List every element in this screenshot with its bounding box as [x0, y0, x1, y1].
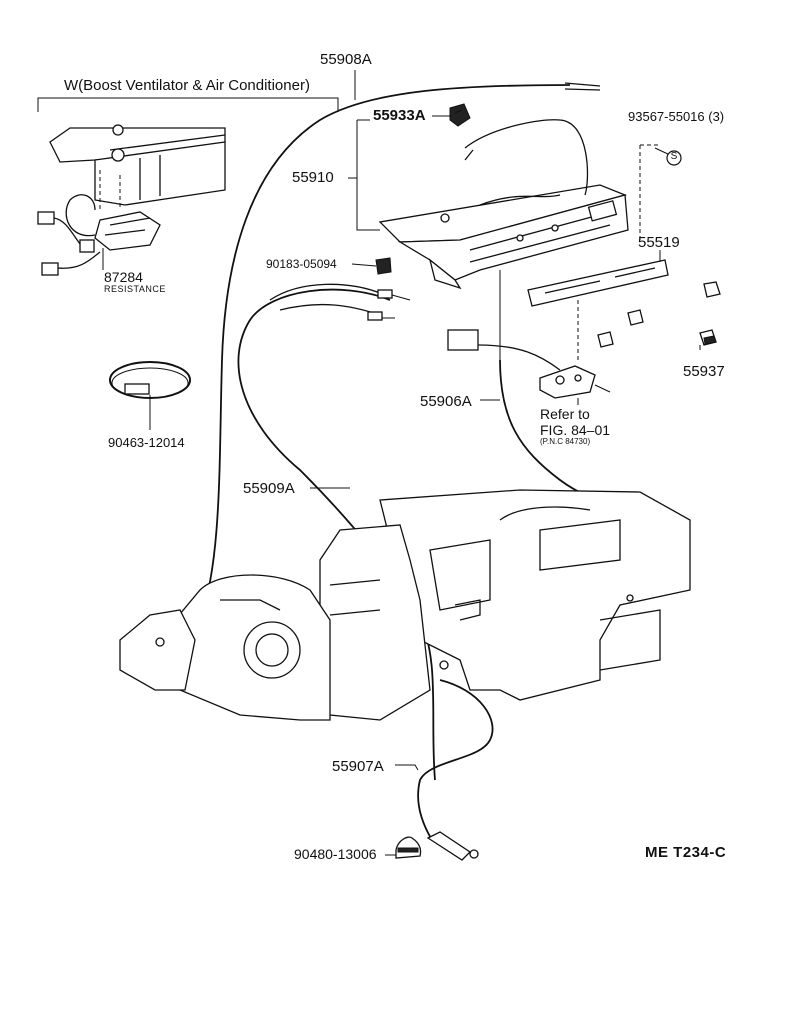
label-55519: 55519: [638, 234, 680, 251]
label-55907A: 55907A: [332, 758, 384, 775]
label-55906A: 55906A: [420, 393, 472, 410]
heater-unit: [119, 489, 691, 721]
label-93567: 93567-55016 (3): [628, 109, 725, 124]
label-55937: 55937: [683, 363, 725, 380]
label-90463: 90463-12014: [108, 435, 185, 450]
refer-line2: FIG. 84–01: [540, 422, 611, 438]
header-label: W(Boost Ventilator & Air Conditioner): [64, 77, 310, 94]
header-bracket: [37, 97, 339, 112]
label-87284: 87284: [104, 269, 143, 285]
label-55910: 55910: [292, 169, 334, 186]
knob-55933A: [449, 103, 471, 127]
refer-line3: (P.N.C 84730): [540, 437, 591, 446]
grommet-90480: [395, 836, 422, 859]
buttons-55937: [597, 281, 721, 348]
refer-line1: Refer to: [540, 406, 590, 422]
diagram-code: ME T234-C: [645, 844, 727, 861]
leader-lines: [310, 115, 701, 856]
resistance-assembly: [37, 124, 226, 276]
label-55909A: 55909A: [243, 480, 295, 497]
clamp-90463: [109, 361, 191, 430]
label-90183: 90183-05094: [266, 257, 337, 271]
clip-90183: [375, 257, 392, 275]
label-55933A: 55933A: [373, 107, 426, 124]
control-assembly-55910: [356, 119, 629, 290]
s-symbol: S: [670, 151, 678, 162]
screw-group: [639, 144, 682, 240]
cable-55907A: [395, 679, 494, 861]
cable-55909A: [237, 283, 436, 781]
label-55908A: 55908A: [320, 51, 372, 68]
label-90480: 90480-13006: [294, 846, 377, 862]
label-resistance: RESISTANCE: [104, 284, 166, 294]
panel-55519: [527, 250, 669, 360]
